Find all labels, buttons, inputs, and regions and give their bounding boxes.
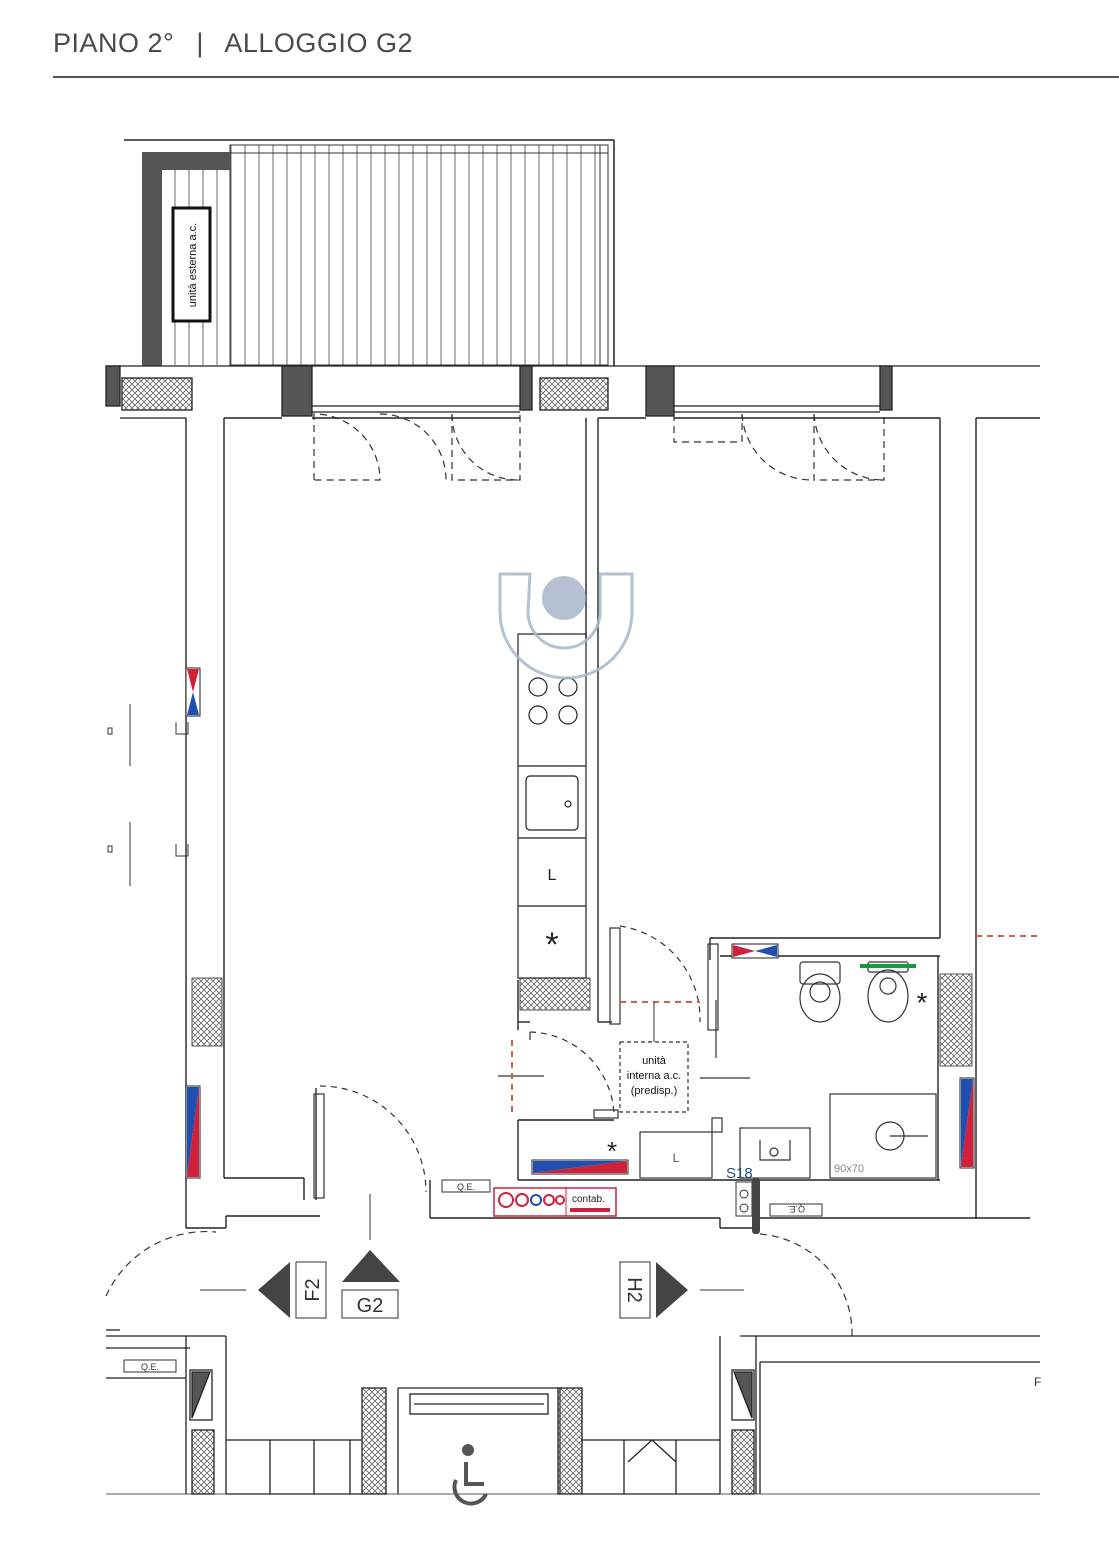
lower-section [106,1329,1040,1495]
ac-piping [511,935,1040,1112]
radiators [185,667,975,1179]
contab-label: contab. [572,1194,605,1205]
washbasin-icon [739,1127,811,1179]
doors [105,925,853,1337]
bath-washer [639,1131,713,1179]
shower-size-label: 90x70 [834,1163,864,1175]
bathroom [639,961,937,1179]
fridge-star: * [545,926,558,964]
s-code-label: S18 [726,1165,753,1182]
unit-label: ALLOGGIO G2 [224,28,413,58]
lower-right-letter: F [1034,1375,1041,1389]
logo-watermark-icon [498,572,634,680]
meter-icon [530,1194,542,1206]
burner-icon [528,677,548,697]
walls [185,417,1040,1229]
apartment-g2-label: G2 [357,1295,384,1317]
bath-star: * [917,987,928,1018]
terrace: unità esterna a.c. [124,139,615,366]
meter-icon [498,1192,514,1208]
kitchen-counter [517,633,587,979]
burner-icon [558,705,578,725]
wheelchair-icon [452,1444,488,1506]
kitchen-small-star: * [607,1136,617,1166]
hatched-walls [191,973,973,1067]
floor-label: PIANO 2° [53,28,175,58]
meter-icon [555,1195,565,1205]
sink-icon [525,775,579,831]
left-wall-fixtures [107,704,189,886]
bath-washer-label: L [673,1151,680,1165]
apartment-f2-label: F2 [302,1278,324,1301]
outdoor-ac-label: unità esterna a.c. [187,223,199,307]
arrow-left-icon [258,1262,290,1318]
qe-lower-label: Q.E. [141,1362,159,1372]
indoor-ac-line3: (predisp.) [631,1085,677,1097]
apartment-h2-label: H2 [623,1277,645,1303]
meter-icon [543,1194,555,1206]
meter-icon [515,1193,529,1207]
toilet-icon [799,961,841,985]
page-title: PIANO 2° | ALLOGGIO G2 [53,28,413,59]
shower-icon [829,1093,937,1179]
header-rule [53,76,1119,78]
indoor-ac-line2: interna a.c. [627,1070,681,1082]
kitchen-washer-label: L [548,867,557,884]
title-separator: | [196,28,204,58]
burner-icon [558,677,578,697]
indoor-ac-unit: unità interna a.c. (predisp.) [619,1041,689,1113]
meters: Q.E. contab. Q.E. [441,1178,823,1234]
indoor-ac-line1: unità [642,1055,667,1067]
qe-left-label: Q.E. [457,1182,475,1192]
corridor: F2 G2 H2 [200,1194,744,1319]
qe-right-label: Q.E. [787,1204,805,1214]
exterior-wall [105,365,1040,419]
arrow-up-icon [342,1250,400,1282]
arrow-right-icon [656,1262,688,1318]
burner-icon [528,705,548,725]
window-swings [313,413,885,481]
